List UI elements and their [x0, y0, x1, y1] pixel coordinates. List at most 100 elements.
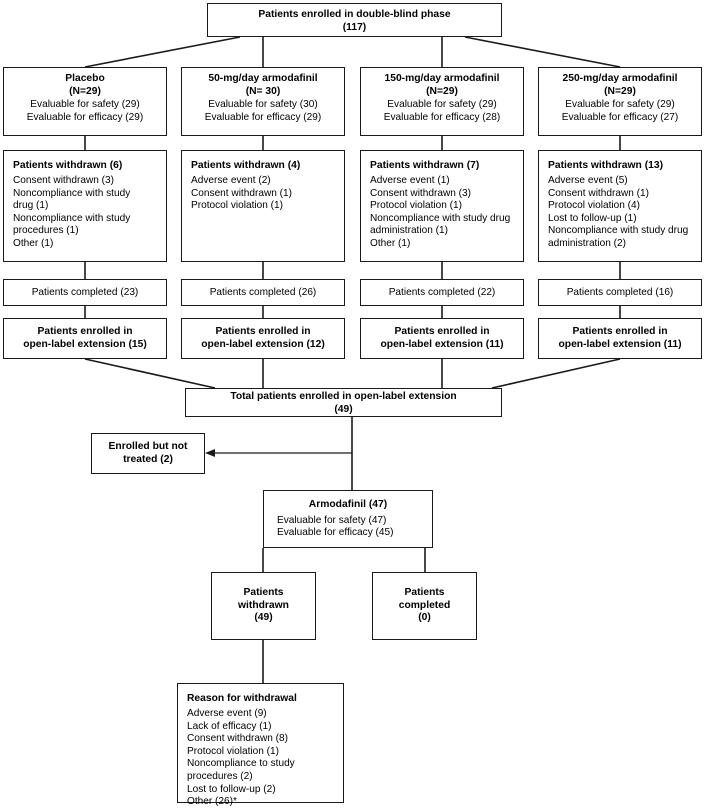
reason-list: Adverse event (9) Lack of efficacy (1) C… [187, 708, 336, 809]
withdrawn-reason: Adverse event (2) [191, 175, 271, 186]
box-reason-for-withdrawal: Reason for withdrawal Adverse event (9) … [177, 683, 344, 807]
withdrawn-reason: Consent withdrawn (3) [370, 187, 471, 199]
completed-label: Patients completed (16) [566, 287, 674, 298]
withdrawn-reason: Noncompliance with study drug [370, 212, 511, 224]
arm-efficacy: Evaluable for efficacy (27) [561, 112, 679, 124]
withdrawn-reason: Protocol violation (1) [370, 200, 463, 212]
withdrawn-reason: Protocol violation (4) [548, 200, 641, 212]
reason-item: Other (26)* [187, 796, 237, 808]
arm-name: 50-mg/day armodafinil [208, 73, 318, 84]
box-arm-150mg: 150-mg/day armodafinil (N=29) Evaluable … [360, 67, 524, 136]
arm-n: (N= 30) [245, 85, 281, 97]
box-total-open-label: Total patients enrolled in open-label ex… [185, 388, 502, 417]
box-ole-placebo: Patients enrolled in open-label extensio… [3, 318, 167, 359]
total-ole-count: (49) [334, 403, 353, 415]
withdrawn-reason: Noncompliance with study [13, 212, 131, 224]
box-ole-150mg: Patients enrolled in open-label extensio… [360, 318, 524, 359]
connector-top-to-arm1 [84, 36, 241, 68]
top-title: Patients enrolled in double-blind phase [258, 9, 451, 20]
arm-name: Placebo [65, 73, 105, 84]
withdrawn-reason: administration (2) [548, 237, 626, 249]
reason-item: Lack of efficacy (1) [187, 720, 272, 732]
ole-completed-line1: Patients [404, 587, 445, 599]
arm-safety: Evaluable for safety (30) [208, 99, 318, 111]
withdrawn-reason-list: Adverse event (1) Consent withdrawn (3) … [370, 175, 516, 251]
arrowhead-nottreated [205, 449, 215, 457]
box-withdrawn-placebo: Patients withdrawn (6) Consent withdrawn… [3, 150, 167, 262]
withdrawn-title: Patients withdrawn (13) [548, 160, 664, 171]
box-enrolled-not-treated: Enrolled but not treated (2) [91, 433, 205, 474]
total-ole-title: Total patients enrolled in open-label ex… [230, 391, 457, 402]
reason-item: Adverse event (9) [187, 708, 267, 719]
withdrawn-title: Patients withdrawn (6) [13, 160, 123, 171]
withdrawn-title: Patients withdrawn (7) [370, 160, 480, 171]
withdrawn-reason: Consent withdrawn (3) [13, 175, 114, 186]
box-withdrawn-250mg: Patients withdrawn (13) Adverse event (5… [538, 150, 702, 262]
box-ole-50mg: Patients enrolled in open-label extensio… [181, 318, 345, 359]
box-completed-50mg: Patients completed (26) [181, 279, 345, 306]
armodafinil-efficacy: Evaluable for efficacy (45) [277, 527, 394, 539]
withdrawn-reason: Noncompliance with study [13, 187, 131, 199]
ole-line1: Patients enrolled in [215, 325, 311, 337]
box-enrolled-double-blind: Patients enrolled in double-blind phase … [207, 3, 502, 37]
reason-item: Protocol violation (1) [187, 745, 280, 757]
box-withdrawn-50mg: Patients withdrawn (4) Adverse event (2)… [181, 150, 345, 262]
ole-line2: open-label extension (12) [201, 338, 325, 350]
reason-item: Lost to follow-up (2) [187, 783, 276, 795]
completed-label: Patients completed (23) [31, 287, 139, 298]
connector-top-to-arm4 [464, 36, 621, 68]
box-ole-250mg: Patients enrolled in open-label extensio… [538, 318, 702, 359]
ole-withdrawn-line1: Patients [243, 587, 284, 599]
completed-label: Patients completed (26) [209, 287, 317, 298]
connector-ole4-total [491, 358, 621, 389]
withdrawn-reason: procedures (1) [13, 225, 79, 237]
not-treated-line2: treated (2) [123, 453, 173, 465]
withdrawn-reason: Consent withdrawn (1) [548, 187, 649, 199]
ole-withdrawn-line2: withdrawn [238, 599, 289, 611]
withdrawn-reason: administration (1) [370, 225, 448, 237]
arm-name: 150-mg/day armodafinil [384, 73, 500, 84]
withdrawn-reason-list: Adverse event (2) Consent withdrawn (1) … [191, 175, 337, 213]
armodafinil-safety: Evaluable for safety (47) [277, 514, 387, 526]
withdrawn-title: Patients withdrawn (4) [191, 160, 301, 171]
withdrawn-reason: drug (1) [13, 200, 49, 212]
arm-safety: Evaluable for safety (29) [565, 99, 675, 111]
arm-safety: Evaluable for safety (29) [387, 99, 497, 111]
box-arm-placebo: Placebo (N=29) Evaluable for safety (29)… [3, 67, 167, 136]
withdrawn-reason: Noncompliance with study drug [548, 225, 689, 237]
arm-name: 250-mg/day armodafinil [562, 73, 678, 84]
ole-line1: Patients enrolled in [37, 325, 133, 337]
reason-item: procedures (2) [187, 770, 253, 782]
withdrawn-reason: Other (1) [370, 237, 411, 249]
withdrawn-reason: Consent withdrawn (1) [191, 187, 292, 199]
withdrawn-reason: Adverse event (5) [548, 175, 628, 186]
not-treated-line1: Enrolled but not [108, 440, 188, 452]
arm-efficacy: Evaluable for efficacy (29) [26, 112, 144, 124]
ole-line2: open-label extension (11) [380, 338, 504, 350]
ole-withdrawn-line3: (49) [254, 612, 273, 624]
reason-title: Reason for withdrawal [187, 693, 297, 704]
box-completed-250mg: Patients completed (16) [538, 279, 702, 306]
completed-label: Patients completed (22) [388, 287, 496, 298]
ole-line2: open-label extension (15) [23, 338, 147, 350]
withdrawn-reason: Other (1) [13, 237, 54, 249]
box-arm-50mg: 50-mg/day armodafinil (N= 30) Evaluable … [181, 67, 345, 136]
ole-line1: Patients enrolled in [572, 325, 668, 337]
withdrawn-reason-list: Consent withdrawn (3) Noncompliance with… [13, 175, 159, 251]
box-armodafinil: Armodafinil (47) Evaluable for safety (4… [263, 490, 433, 548]
ole-completed-line2: completed [398, 599, 451, 611]
reason-item: Consent withdrawn (8) [187, 733, 288, 745]
box-arm-250mg: 250-mg/day armodafinil (N=29) Evaluable … [538, 67, 702, 136]
top-count: (117) [342, 21, 367, 33]
arm-n: (N=29) [426, 85, 458, 97]
arm-safety: Evaluable for safety (29) [30, 99, 140, 111]
withdrawn-reason: Protocol violation (1) [191, 200, 284, 212]
ole-line2: open-label extension (11) [558, 338, 682, 350]
ole-completed-line3: (0) [418, 612, 431, 624]
box-completed-150mg: Patients completed (22) [360, 279, 524, 306]
connector-ole1-total [84, 358, 216, 389]
box-withdrawn-150mg: Patients withdrawn (7) Adverse event (1)… [360, 150, 524, 262]
arm-n: (N=29) [604, 85, 636, 97]
withdrawn-reason: Adverse event (1) [370, 175, 450, 186]
